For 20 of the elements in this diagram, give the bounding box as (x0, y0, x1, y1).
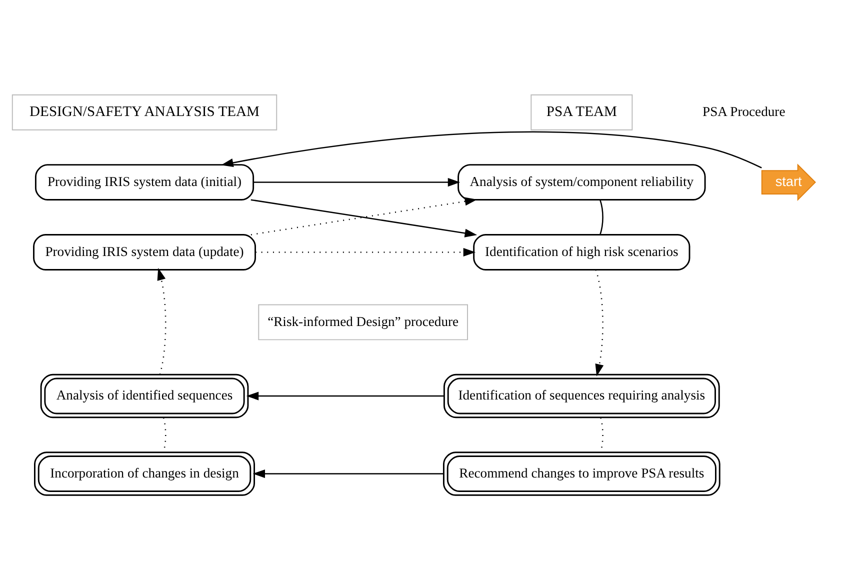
node-box: Identification of high risk scenarios (473, 234, 690, 270)
node-box: PSA TEAM (530, 94, 633, 130)
label: “Risk-informed Design” procedure (268, 314, 459, 329)
node-box: Identification of sequences requiring analysis (443, 374, 720, 418)
node-box: Incorporation of changes in design (34, 452, 255, 496)
node-box: Providing IRIS system data (update) (33, 234, 256, 270)
arrow (246, 392, 444, 400)
node-box: DESIGN/SAFETY ANALYSIS TEAM (12, 94, 278, 130)
arrow (253, 178, 460, 187)
arrow (256, 248, 476, 257)
arrow (221, 131, 762, 168)
node-box: Analysis of system/component reliability (458, 164, 706, 201)
arrow (157, 268, 166, 375)
node-box: Providing IRIS system data (initial) (34, 164, 254, 201)
node-box: Recommend changes to improve PSA results (442, 452, 720, 496)
label: PSA Procedure (702, 104, 786, 119)
connector (600, 200, 604, 235)
node-box: Analysis of identified sequences (40, 374, 249, 418)
arrow (595, 270, 604, 376)
arrow (252, 469, 444, 478)
